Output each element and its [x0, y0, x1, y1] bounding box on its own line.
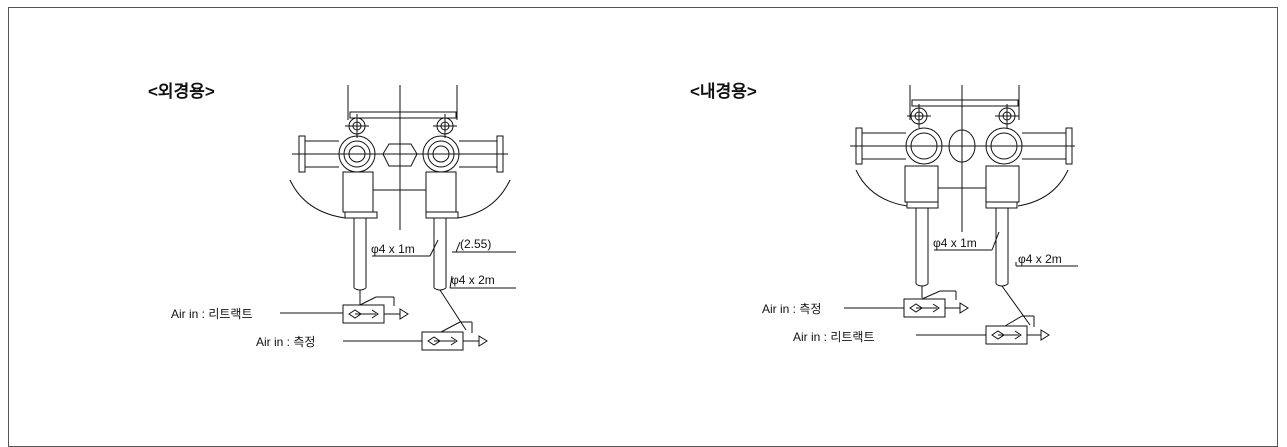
- inner-tube1-dimension: φ4 x 1m: [933, 236, 977, 250]
- outer-fitting-drawing: [0, 0, 1287, 437]
- drawing-frame: [8, 7, 1278, 447]
- inner-tube2-dimension: φ4 x 2m: [1018, 252, 1062, 266]
- outer-panel-title: <외경용>: [148, 82, 215, 101]
- outer-tube2-dimension: φ4 x 2m: [451, 273, 495, 287]
- outer-air-in-upper-label: Air in : 리트랙트: [171, 307, 253, 321]
- outer-tube1-dimension: φ4 x 1m: [371, 242, 415, 256]
- inner-air-in-upper-label: Air in : 측정: [762, 302, 822, 316]
- inner-air-in-lower-label: Air in : 리트랙트: [793, 330, 875, 344]
- outer-offset-dimension: (2.55): [460, 237, 492, 251]
- outer-air-in-lower-label: Air in : 측정: [256, 335, 316, 349]
- inner-fitting-drawing: [0, 0, 1287, 437]
- inner-panel-title: <내경용>: [690, 82, 757, 101]
